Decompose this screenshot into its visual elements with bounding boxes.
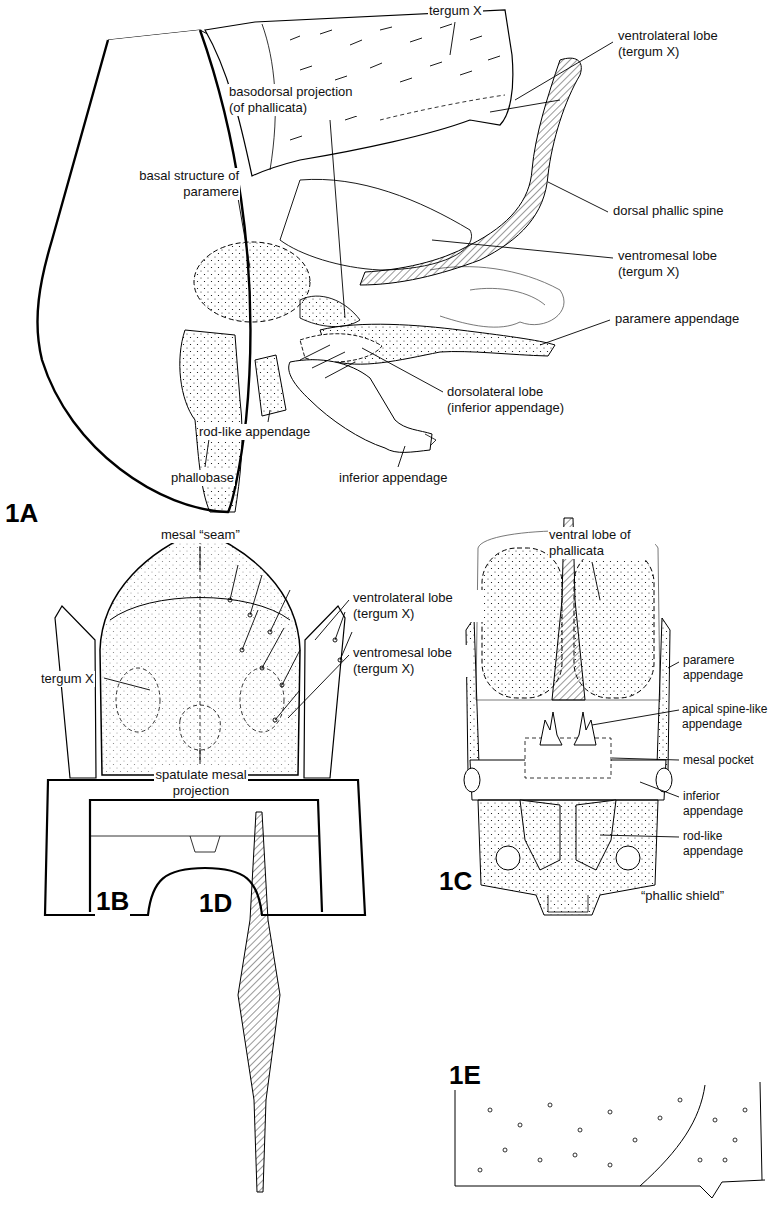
panel-number: 1B bbox=[95, 886, 130, 916]
figure-1d bbox=[238, 812, 280, 1192]
figure-1b bbox=[45, 530, 365, 915]
leader-lines-1a bbox=[205, 22, 613, 467]
part-label: paramere appendage bbox=[682, 653, 764, 683]
panel-number: 1E bbox=[448, 1060, 482, 1090]
panel-number: 1A bbox=[4, 498, 39, 528]
part-label: ventral lobe of phallicata bbox=[548, 527, 655, 559]
part-label: mesal pocket bbox=[682, 753, 755, 768]
part-label: inferior appendage bbox=[338, 470, 448, 486]
part-label: apical spine-like appendage bbox=[681, 702, 773, 732]
part-label: dorsal phallic spine bbox=[612, 203, 725, 219]
part-label: basodorsal projection (of phallicata) bbox=[228, 84, 370, 116]
part-label: “phallic shield” bbox=[640, 888, 725, 904]
part-label: phallobase bbox=[170, 470, 235, 486]
panel-number: 1C bbox=[438, 866, 473, 896]
part-label: tergum X bbox=[40, 671, 95, 687]
leader-lines-1c bbox=[592, 562, 679, 837]
figure-1a bbox=[37, 10, 581, 512]
part-label: basal structure of paramere bbox=[116, 168, 240, 200]
panel-number: 1D bbox=[198, 888, 233, 918]
part-label: spatulate mesal projection bbox=[154, 767, 248, 799]
part-label: tergum X bbox=[428, 3, 483, 19]
part-label: ventrolateral lobe (tergum X) bbox=[352, 590, 484, 622]
part-label: rod-like appendage bbox=[682, 829, 764, 859]
part-label: dorsolateral lobe (inferior appendage) bbox=[446, 384, 578, 416]
part-label: paramere appendage bbox=[614, 311, 740, 327]
figure-1e bbox=[455, 1082, 765, 1198]
part-label: rod-like appendage bbox=[198, 424, 311, 440]
leader-lines-1b bbox=[104, 546, 349, 764]
part-label: ventrolateral lobe (tergum X) bbox=[617, 28, 754, 60]
part-label: mesal “seam” bbox=[160, 527, 241, 543]
part-label: ventromesal lobe (tergum X) bbox=[352, 645, 472, 677]
part-label: ventromesal lobe (tergum X) bbox=[617, 248, 737, 280]
part-label: inferior appendage bbox=[682, 789, 764, 819]
